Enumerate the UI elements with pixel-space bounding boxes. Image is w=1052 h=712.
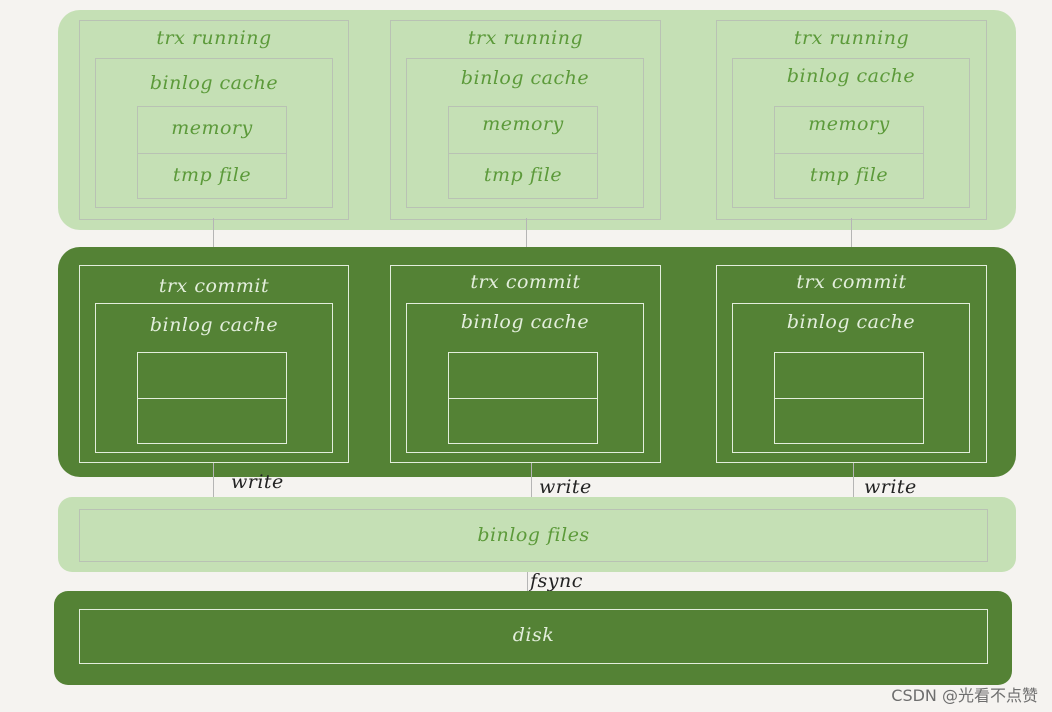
binlog-cache-label: binlog cache — [149, 314, 279, 336]
storage-divider — [138, 153, 286, 154]
cache-storage-box — [448, 352, 598, 444]
write-arrow-3 — [853, 463, 854, 501]
storage-divider — [775, 398, 923, 399]
trx-running-box-1: trx running binlog cache memory tmp file — [79, 20, 349, 220]
fsync-label: fsync — [530, 570, 583, 592]
write-label: write — [864, 476, 917, 498]
binlog-files-box: binlog files — [79, 509, 988, 562]
cache-storage-box: memory tmp file — [137, 106, 287, 199]
trx-commit-box-1: trx commit binlog cache — [79, 265, 349, 463]
binlog-files-band: binlog files — [58, 497, 1016, 572]
write-arrow-2 — [531, 463, 532, 501]
trx-commit-box-3: trx commit binlog cache — [716, 265, 987, 463]
trx-commit-box-2: trx commit binlog cache — [390, 265, 661, 463]
binlog-cache-box: binlog cache — [406, 303, 644, 453]
binlog-cache-label: binlog cache — [149, 72, 279, 94]
fsync-arrow — [527, 572, 528, 602]
binlog-cache-label: binlog cache — [460, 67, 590, 89]
running-to-commit-arrow-2 — [526, 218, 527, 254]
storage-divider — [449, 398, 597, 399]
trx-commit-title: trx commit — [158, 275, 270, 297]
running-to-commit-arrow-3 — [851, 218, 852, 254]
trx-running-box-3: trx running binlog cache memory tmp file — [716, 20, 987, 220]
binlog-cache-box: binlog cache — [95, 303, 333, 453]
disk-label: disk — [512, 624, 555, 646]
watermark: CSDN @光看不点赞 — [891, 686, 1038, 705]
binlog-cache-label: binlog cache — [786, 311, 916, 333]
binlog-cache-label: binlog cache — [786, 65, 916, 87]
binlog-cache-box: binlog cache memory tmp file — [95, 58, 333, 208]
trx-commit-title: trx commit — [470, 271, 581, 293]
commit-band: trx commit binlog cache trx commit binlo… — [58, 247, 1016, 477]
tmp-file-label: tmp file — [809, 164, 889, 186]
binlog-cache-box: binlog cache memory tmp file — [406, 58, 644, 208]
storage-divider — [449, 153, 597, 154]
trx-running-title: trx running — [156, 27, 272, 49]
tmp-file-label: tmp file — [172, 164, 252, 186]
trx-running-title: trx running — [793, 27, 910, 49]
binlog-cache-label: binlog cache — [460, 311, 590, 333]
tmp-file-label: tmp file — [483, 164, 563, 186]
storage-divider — [138, 398, 286, 399]
memory-label: memory — [171, 117, 253, 139]
running-band: trx running binlog cache memory tmp file… — [58, 10, 1016, 230]
cache-storage-box: memory tmp file — [448, 106, 598, 199]
cache-storage-box — [137, 352, 287, 444]
disk-box: disk — [79, 609, 988, 664]
storage-divider — [775, 153, 923, 154]
binlog-cache-box: binlog cache — [732, 303, 970, 453]
trx-commit-title: trx commit — [796, 271, 907, 293]
cache-storage-box — [774, 352, 924, 444]
trx-running-title: trx running — [467, 27, 584, 49]
write-label: write — [231, 471, 284, 493]
memory-label: memory — [482, 113, 564, 135]
memory-label: memory — [808, 113, 890, 135]
trx-running-box-2: trx running binlog cache memory tmp file — [390, 20, 661, 220]
cache-storage-box: memory tmp file — [774, 106, 924, 199]
binlog-cache-box: binlog cache memory tmp file — [732, 58, 970, 208]
disk-band: disk — [54, 591, 1012, 685]
binlog-files-label: binlog files — [477, 524, 590, 546]
write-label: write — [539, 476, 592, 498]
running-to-commit-arrow-1 — [213, 218, 214, 254]
write-arrow-1 — [213, 463, 214, 501]
